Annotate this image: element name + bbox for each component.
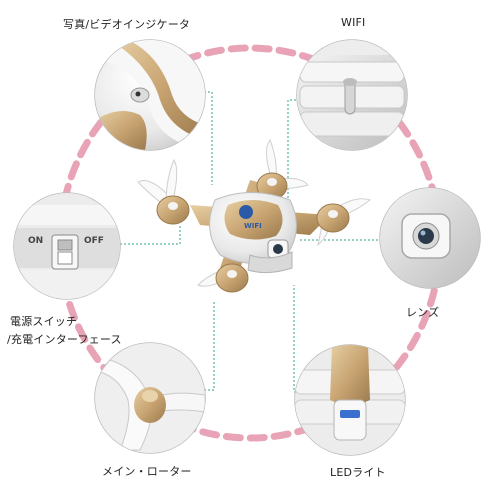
drone: WIFI	[137, 139, 372, 293]
label-led-light: LEDライト	[330, 466, 386, 479]
label-main-rotor: メイン・ローター	[102, 465, 192, 478]
zoom-main-rotor	[94, 342, 206, 454]
zoom-power-switch: ON OFF	[13, 192, 121, 300]
zoom-wifi	[296, 39, 408, 151]
label-wifi: WIFI	[341, 16, 366, 29]
drone-logo: WIFI	[244, 222, 262, 230]
label-photo-video-indicator: 写真/ビデオインジケータ	[63, 18, 191, 31]
zoom-led-light	[294, 344, 406, 456]
label-power-switch: 電源スイッチ	[10, 315, 78, 328]
switch-off-label: OFF	[84, 236, 104, 246]
label-lens: レンズ	[406, 306, 440, 319]
label-charge-interface: /充電インターフェース	[7, 333, 122, 346]
zoom-lens	[379, 187, 481, 289]
switch-on-label: ON	[28, 236, 43, 246]
zoom-photo-video-indicator	[94, 39, 206, 151]
